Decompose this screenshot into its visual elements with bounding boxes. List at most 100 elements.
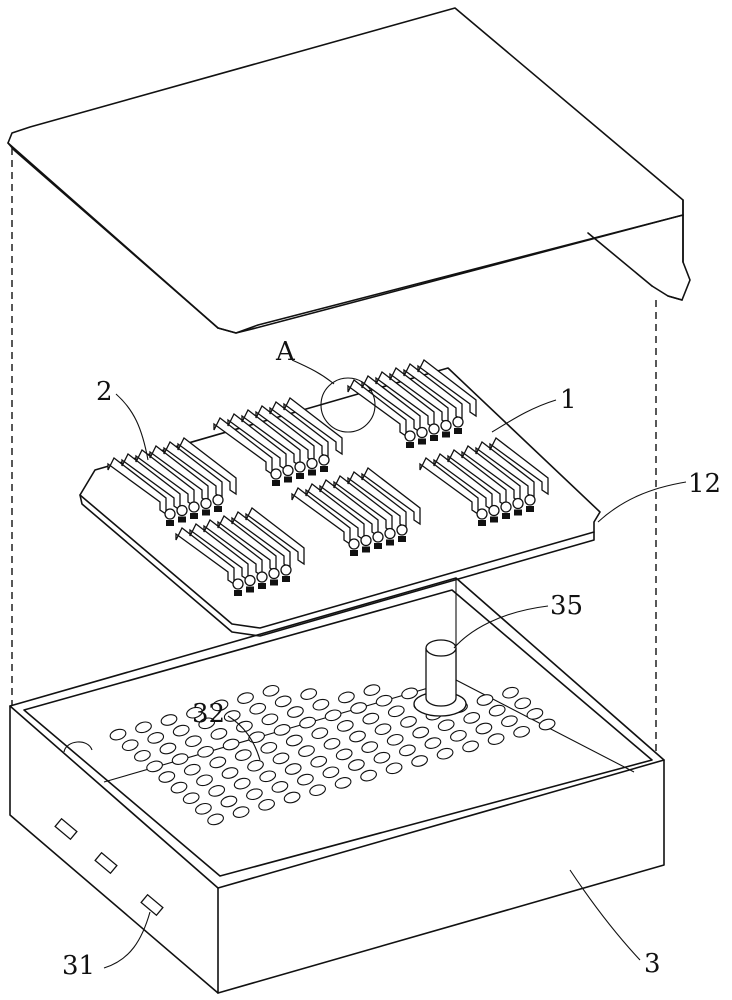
vent-hole bbox=[411, 755, 428, 767]
terminal-screw bbox=[476, 508, 488, 520]
label-notch: 12 bbox=[688, 469, 721, 499]
heatsink-module bbox=[347, 359, 477, 448]
vent-hole bbox=[223, 710, 241, 722]
terminal-block bbox=[350, 550, 358, 556]
label-vent-holes: 32 bbox=[192, 699, 225, 729]
terminal-block bbox=[490, 516, 498, 523]
terminal-block bbox=[258, 583, 266, 589]
terminal-block bbox=[214, 506, 222, 512]
terminal-screw bbox=[282, 464, 294, 477]
vent-hole bbox=[387, 705, 405, 718]
vent-hole bbox=[260, 741, 278, 754]
vent-hole bbox=[211, 699, 229, 712]
vent-hole bbox=[300, 688, 318, 700]
vent-hole bbox=[424, 737, 442, 749]
vent-hole bbox=[222, 738, 240, 751]
vent-hole bbox=[349, 730, 366, 743]
terminal-screw bbox=[306, 457, 318, 470]
heatsink-fin bbox=[361, 467, 421, 526]
terminal-screw bbox=[268, 567, 280, 580]
vent-hole bbox=[362, 712, 380, 725]
terminal-screw bbox=[372, 531, 384, 543]
vent-hole bbox=[248, 731, 265, 744]
terminal-screw bbox=[488, 504, 500, 517]
vent-hole bbox=[273, 724, 291, 736]
vent-hole bbox=[195, 802, 212, 815]
vent-hole bbox=[272, 752, 290, 765]
vent-hole bbox=[237, 692, 254, 704]
vent-hole bbox=[538, 718, 556, 731]
terminal-block bbox=[362, 546, 370, 553]
heatsink-module bbox=[213, 397, 343, 486]
leader-lines bbox=[103, 359, 687, 969]
vent-hole bbox=[220, 795, 238, 808]
vent-hole bbox=[526, 708, 544, 720]
vent-hole bbox=[462, 740, 479, 753]
slot-1 bbox=[54, 817, 78, 841]
vent-hole bbox=[170, 781, 188, 794]
terminal-screw bbox=[396, 524, 408, 536]
terminal-block bbox=[308, 469, 316, 476]
terminal-block bbox=[272, 480, 280, 486]
vent-hole bbox=[348, 759, 365, 771]
vent-hole bbox=[436, 747, 454, 760]
terminal-screw bbox=[176, 504, 188, 517]
vent-hole bbox=[324, 709, 342, 722]
vent-hole bbox=[310, 755, 328, 768]
vent-hole bbox=[360, 769, 377, 782]
terminal-screw bbox=[318, 454, 330, 466]
vent-hole bbox=[186, 706, 203, 719]
vent-hole bbox=[502, 686, 519, 699]
terminal-block bbox=[406, 442, 414, 448]
terminal-screw bbox=[244, 574, 256, 587]
cover bbox=[7, 7, 691, 334]
vent-holes bbox=[109, 684, 556, 826]
vent-hole bbox=[274, 695, 292, 708]
vent-hole bbox=[249, 702, 267, 715]
terminal-block bbox=[502, 513, 510, 519]
vent-hole bbox=[476, 694, 494, 706]
vent-hole bbox=[197, 745, 214, 758]
terminal-block bbox=[386, 539, 394, 546]
label-post: 35 bbox=[550, 591, 583, 621]
terminal-screw bbox=[360, 534, 372, 547]
terminal-screw bbox=[384, 527, 396, 540]
vent-hole bbox=[437, 719, 455, 732]
terminal-block bbox=[442, 431, 450, 438]
vent-hole bbox=[196, 774, 213, 787]
slot-3 bbox=[140, 893, 164, 917]
vent-hole bbox=[146, 760, 163, 773]
vent-hole bbox=[283, 791, 301, 804]
terminal-block bbox=[166, 520, 174, 526]
vent-hole bbox=[236, 720, 253, 733]
vent-hole bbox=[208, 785, 226, 797]
vent-hole bbox=[262, 684, 280, 697]
heatsink-fin bbox=[283, 397, 343, 456]
label-slot: 31 bbox=[62, 951, 95, 981]
vent-hole bbox=[450, 729, 467, 742]
vent-hole bbox=[134, 749, 151, 762]
terminal-block bbox=[320, 466, 328, 472]
label-box: 3 bbox=[644, 949, 661, 979]
terminal-block bbox=[246, 586, 254, 593]
vent-hole bbox=[261, 713, 279, 726]
vent-hole bbox=[363, 684, 381, 696]
terminal-screw bbox=[512, 497, 524, 510]
vent-hole bbox=[311, 727, 329, 740]
vent-hole bbox=[374, 723, 392, 736]
heatsink-fin bbox=[245, 507, 305, 566]
vent-hole bbox=[284, 763, 302, 775]
vent-hole bbox=[209, 756, 227, 769]
label-module: 2 bbox=[96, 377, 113, 407]
terminal-screw bbox=[404, 430, 416, 442]
post bbox=[413, 639, 467, 717]
vent-hole bbox=[323, 737, 341, 750]
heatsink-module bbox=[291, 467, 421, 556]
vent-hole bbox=[334, 777, 352, 789]
heatsink-fin bbox=[417, 359, 477, 418]
terminal-block bbox=[190, 513, 198, 519]
slot-2 bbox=[94, 851, 118, 875]
terminal-screw bbox=[294, 461, 306, 473]
vent-hole bbox=[338, 691, 355, 704]
